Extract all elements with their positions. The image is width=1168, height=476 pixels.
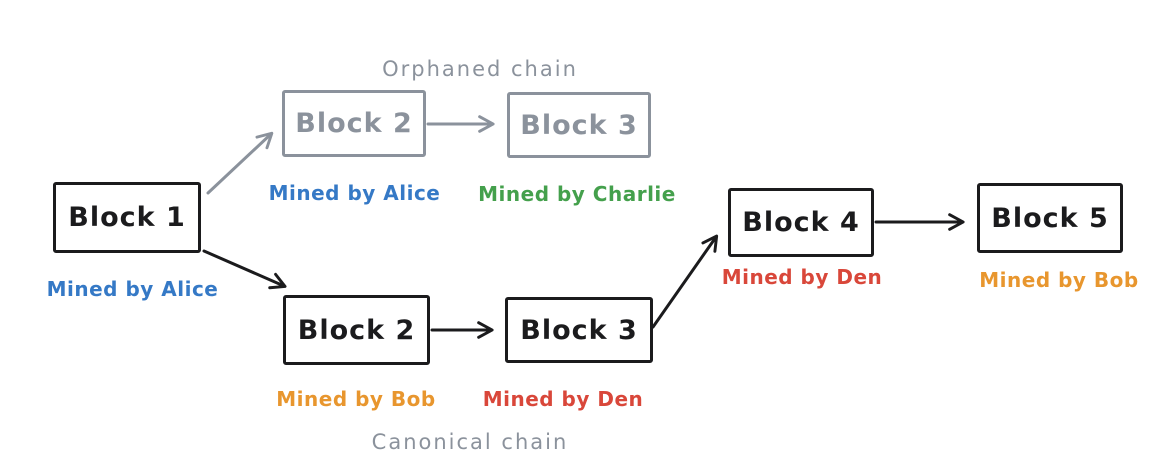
orphan-block-2-label: Block 2 [295, 108, 413, 139]
canonical-block-3: Block 3 [505, 297, 653, 363]
orphan-block-2: Block 2 [282, 90, 426, 157]
orphan-block-3: Block 3 [507, 92, 651, 158]
block-4: Block 4 [728, 188, 874, 257]
block-4-miner-label: Mined by Den [721, 265, 883, 289]
canonical-block-3-label: Block 3 [520, 314, 638, 346]
block-1-miner-label: Mined by Alice [46, 277, 219, 301]
block-5-label: Block 5 [991, 202, 1109, 234]
orphaned-chain-label: Orphaned chain [382, 57, 578, 81]
block-1-label: Block 1 [68, 202, 186, 233]
canonical-block-2-miner-label: Mined by Bob [276, 387, 436, 411]
canonical-chain-label: Canonical chain [371, 430, 569, 454]
orphan-block-2-miner-label: Mined by Alice [268, 181, 441, 205]
canonical-block-2-label: Block 2 [297, 314, 416, 346]
orphan-block-3-label: Block 3 [520, 109, 638, 141]
canonical-block-3-miner-label: Mined by Den [482, 387, 644, 411]
arrow-block1-to-canonical-block2 [202, 249, 287, 290]
arrow-canonical-block3-to-block4 [651, 234, 719, 329]
block-5: Block 5 [977, 183, 1123, 253]
arrow-block1-to-orphan-block2 [206, 131, 274, 195]
block-1: Block 1 [53, 182, 201, 253]
canonical-block-2: Block 2 [283, 295, 430, 365]
block-5-miner-label: Mined by Bob [979, 268, 1139, 292]
orphan-block-3-miner-label: Mined by Charlie [478, 182, 676, 206]
block-4-label: Block 4 [742, 207, 860, 238]
